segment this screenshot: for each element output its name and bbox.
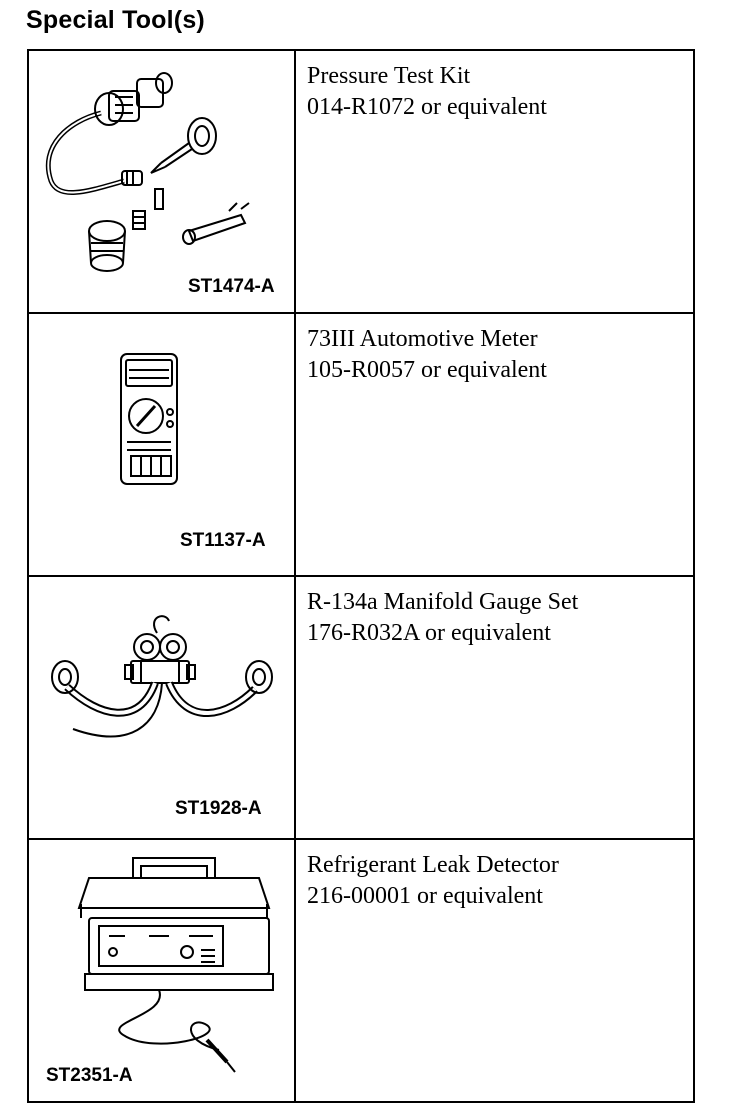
tool-code: ST1928-A: [175, 798, 262, 819]
tool-description-cell: Refrigerant Leak Detector 216-00001 or e…: [294, 838, 695, 1103]
tool-name: Pressure Test Kit: [307, 63, 471, 89]
tool-part-number: 176-R032A or equivalent: [307, 620, 551, 646]
tool-code: ST2351-A: [46, 1065, 133, 1086]
tool-row: ST1137-A 73III Automotive Meter 105-R005…: [27, 312, 695, 577]
tool-part-number: 105-R0057 or equivalent: [307, 357, 547, 383]
tool-illustration-cell: ST1928-A: [27, 575, 296, 840]
tool-row: ST1928-A R-134a Manifold Gauge Set 176-R…: [27, 575, 695, 840]
pressure-test-kit-icon: [45, 72, 250, 272]
leak-detector-icon: [77, 857, 274, 1073]
tool-illustration-cell: ST1474-A: [27, 49, 296, 314]
tool-code: ST1137-A: [180, 530, 266, 551]
tool-name: 73III Automotive Meter: [307, 326, 538, 352]
page-title: Special Tool(s): [26, 6, 205, 34]
manifold-gauge-icon: [51, 615, 273, 738]
tool-name: R-134a Manifold Gauge Set: [307, 589, 579, 615]
tool-code: ST1474-A: [188, 276, 275, 297]
tool-row: ST2351-A Refrigerant Leak Detector 216-0…: [27, 838, 695, 1103]
tool-name: Refrigerant Leak Detector: [307, 852, 559, 878]
tool-description-cell: R-134a Manifold Gauge Set 176-R032A or e…: [294, 575, 695, 840]
tool-illustration-cell: ST1137-A: [27, 312, 296, 577]
tool-part-number: 014-R1072 or equivalent: [307, 94, 547, 120]
tool-part-number: 216-00001 or equivalent: [307, 883, 543, 909]
special-tools-table: ST1474-A Pressure Test Kit 014-R1072 or …: [27, 49, 695, 1103]
tool-description-cell: 73III Automotive Meter 105-R0057 or equi…: [294, 312, 695, 577]
tool-description-cell: Pressure Test Kit 014-R1072 or equivalen…: [294, 49, 695, 314]
automotive-meter-icon: [120, 353, 178, 485]
tool-row: ST1474-A Pressure Test Kit 014-R1072 or …: [27, 49, 695, 314]
tool-illustration-cell: ST2351-A: [27, 838, 296, 1103]
